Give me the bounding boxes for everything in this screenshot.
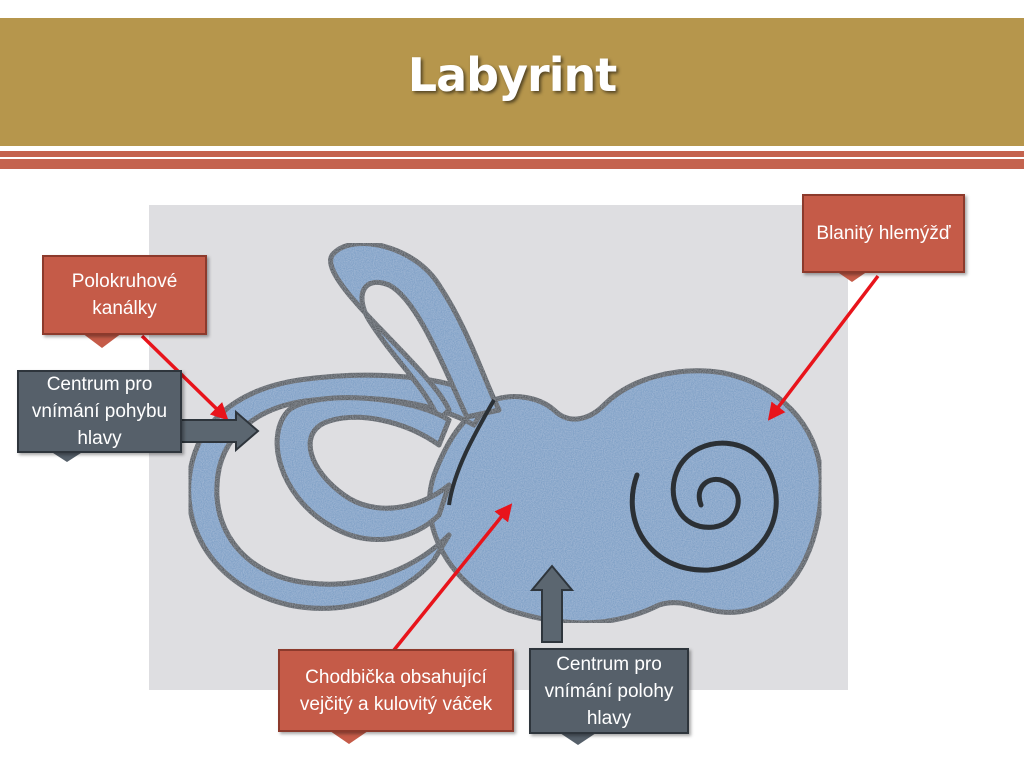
motion-center-callout: Centrum pro vnímání pohybu hlavy xyxy=(17,370,182,453)
position-callout-tail xyxy=(560,733,596,745)
semicircular-canals-callout: Polokruhové kanálky xyxy=(42,255,207,335)
position-center-callout: Centrum pro vnímání polohy hlavy xyxy=(529,648,689,734)
cochlea-spiral xyxy=(629,440,779,573)
cochlea-callout: Blanitý hlemýžď xyxy=(802,194,965,273)
cochlea-label: Blanitý hlemýžď xyxy=(816,223,951,244)
accent-rule-line xyxy=(0,157,1024,159)
motion-center-label: Centrum pro vnímání pohybu hlavy xyxy=(31,374,168,449)
semicircular-canals-label: Polokruhové kanálky xyxy=(71,271,178,319)
slide-title: Labyrint xyxy=(407,48,617,102)
labyrinth-drawing xyxy=(149,205,848,690)
vestibule-callout: Chodbička obsahující vejčitý a kulovitý … xyxy=(278,649,514,732)
canals-callout-tail xyxy=(82,333,122,348)
position-center-label: Centrum pro vnímání polohy hlavy xyxy=(544,653,674,729)
vestibule-divider xyxy=(447,399,496,506)
anterior-canal xyxy=(328,241,502,423)
title-bar xyxy=(0,18,1024,146)
vestibule-callout-tail xyxy=(330,731,368,744)
accent-rule xyxy=(0,151,1024,169)
vestibule-label: Chodbička obsahující vejčitý a kulovitý … xyxy=(299,666,493,715)
